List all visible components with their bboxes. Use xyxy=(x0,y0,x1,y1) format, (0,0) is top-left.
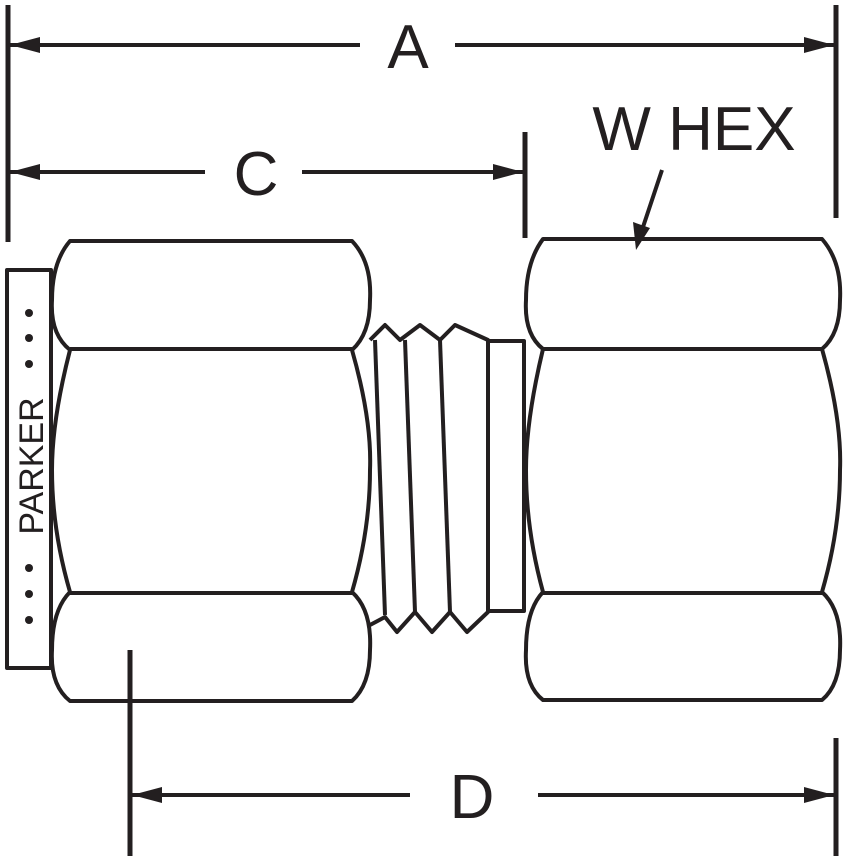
w-hex-label: W HEX xyxy=(592,95,795,164)
dimension-c: C xyxy=(10,140,523,209)
dimension-c-label: C xyxy=(234,140,279,209)
left-hex-nut xyxy=(49,239,373,703)
parker-band: PARKER xyxy=(5,268,53,670)
dimension-a: A xyxy=(10,13,834,82)
dimension-d: D xyxy=(132,763,834,832)
dimension-w-hex: W HEX xyxy=(592,95,796,250)
parker-marking: PARKER xyxy=(13,397,51,534)
thread-section xyxy=(368,323,526,634)
right-hex-nut xyxy=(523,237,843,702)
dimension-a-label: A xyxy=(387,13,429,82)
dimension-d-label: D xyxy=(450,763,495,832)
extension-lines xyxy=(5,5,839,856)
